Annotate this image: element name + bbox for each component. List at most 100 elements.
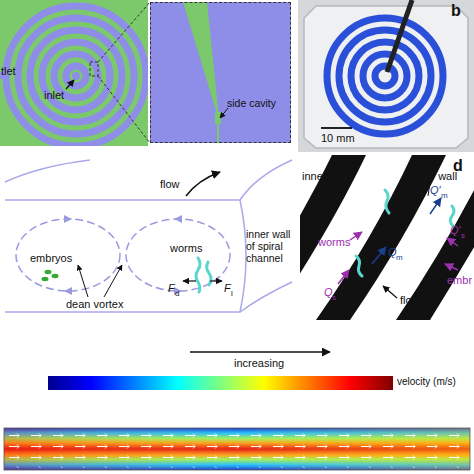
- velocity-field: [4, 428, 470, 470]
- vortex-pointer: [104, 265, 122, 297]
- cavity-label: side cavity: [227, 97, 276, 109]
- leader-line: [325, 183, 340, 193]
- vortex-arrowhead: [64, 287, 72, 295]
- embryo-label: embr: [447, 274, 472, 287]
- flow-rate-arrow: [372, 247, 386, 264]
- vortex-arrowhead: [64, 215, 182, 295]
- channel-wall: [396, 155, 474, 320]
- velocity-field: [4, 428, 470, 470]
- vortex-arrowhead: [64, 215, 72, 223]
- embryo: [52, 274, 59, 278]
- force-arrow: [183, 280, 196, 281]
- spiral-channel-drawing: [6, 6, 146, 146]
- force-arrow: [210, 280, 222, 281]
- wall-label: inner wall: [302, 170, 348, 183]
- side-cavity-zoom: [150, 2, 217, 143]
- chip-photo: [351, 42, 419, 110]
- wall-label: outer wall: [410, 170, 457, 183]
- channel-wall: [300, 155, 474, 320]
- increasing-arrow: [190, 351, 330, 353]
- spiral-channel-drawing: [6, 6, 146, 146]
- chip-photo: [327, 18, 443, 134]
- force-subscript: d: [175, 289, 179, 298]
- worm: [196, 258, 211, 292]
- worm: [356, 256, 362, 276]
- zoom-lines: [90, 62, 98, 76]
- chip-photo: [375, 66, 395, 86]
- inlet-pointer: [66, 80, 74, 89]
- velocity-field: [4, 428, 470, 470]
- channel-wall: [383, 270, 390, 277]
- flow-arrow: [383, 286, 397, 298]
- dean-vortex: [16, 219, 120, 291]
- wall-label: inner wall of spiral channel: [246, 228, 292, 264]
- channel-cross-section: [5, 160, 292, 312]
- flow-rate-arrow: [338, 198, 458, 284]
- zoom-lines: [98, 2, 150, 62]
- leader-line: [325, 183, 430, 196]
- vortex-label: dean vortex: [66, 298, 123, 311]
- flow-symbol: Q: [324, 286, 333, 299]
- scale-bar: [321, 127, 352, 129]
- side-cavity-zoom: [150, 2, 291, 143]
- flow-rate-arrow: [447, 238, 458, 246]
- chip-photo: [339, 30, 431, 122]
- vortex-pointer: [78, 265, 88, 297]
- worm: [196, 258, 200, 292]
- channel-cross-section: [240, 282, 292, 312]
- leader-line: [428, 183, 430, 196]
- flow-rate-arrow: [430, 198, 441, 214]
- dean-vortex: [16, 219, 230, 291]
- axis-label: velocity (m/s): [397, 376, 456, 388]
- flow-arrow: [186, 172, 220, 196]
- force-arrow: [183, 280, 222, 281]
- vortex-pointer: [78, 265, 122, 297]
- worm-label: worms: [170, 242, 202, 255]
- force-subscript: l: [231, 289, 233, 298]
- flow-symbol: Q′: [430, 184, 441, 197]
- channel-cross-section: [240, 160, 292, 200]
- chip-photo: [327, 18, 443, 134]
- side-cavity-zoom: [207, 2, 291, 143]
- flow-subscript: m: [396, 253, 403, 262]
- embryo: [45, 270, 52, 274]
- worm-label: worms: [318, 236, 350, 249]
- zoom-lines: [98, 76, 150, 143]
- zoom-inset: side cavity: [150, 2, 291, 143]
- dean-vortex: [126, 219, 230, 291]
- worm: [356, 190, 454, 276]
- velocity-field: [4, 428, 470, 470]
- chip-photo: [298, 0, 474, 152]
- embryo: [42, 277, 49, 281]
- side-cavity-zoom: [220, 108, 228, 118]
- flow-rate-arrow: [350, 232, 362, 240]
- axis-label: increasing: [234, 357, 284, 370]
- channel-wall: [346, 210, 353, 217]
- flow-rate-arrow: [445, 264, 458, 270]
- flow-symbol: Q′: [450, 224, 461, 237]
- worm: [450, 206, 454, 226]
- vortex-arrowhead: [174, 215, 182, 223]
- inlet-label: inlet: [44, 89, 64, 102]
- force-symbol: F: [224, 282, 231, 295]
- chip-photo: [387, 0, 412, 72]
- chip-photo: [298, 0, 474, 152]
- spiral-channel-drawing: [66, 66, 86, 86]
- flow-subscript: s: [332, 293, 336, 302]
- channel-cross-section: [5, 200, 246, 312]
- flow-symbol: Q: [388, 246, 397, 259]
- photo-panel: b10 mm: [298, 0, 474, 152]
- flow-label: flow: [160, 178, 180, 191]
- outlet-label: tlet: [1, 65, 16, 78]
- worm: [385, 190, 389, 213]
- spiral-channel-drawing: [18, 18, 134, 134]
- panel-letter: b: [451, 2, 461, 20]
- chip-photo: [304, 6, 468, 148]
- spiral-channel-drawing: [72, 72, 80, 80]
- spiral-channel-drawing: [30, 30, 122, 122]
- channel-cross-section: [5, 160, 90, 182]
- flow-label: flow: [400, 294, 420, 307]
